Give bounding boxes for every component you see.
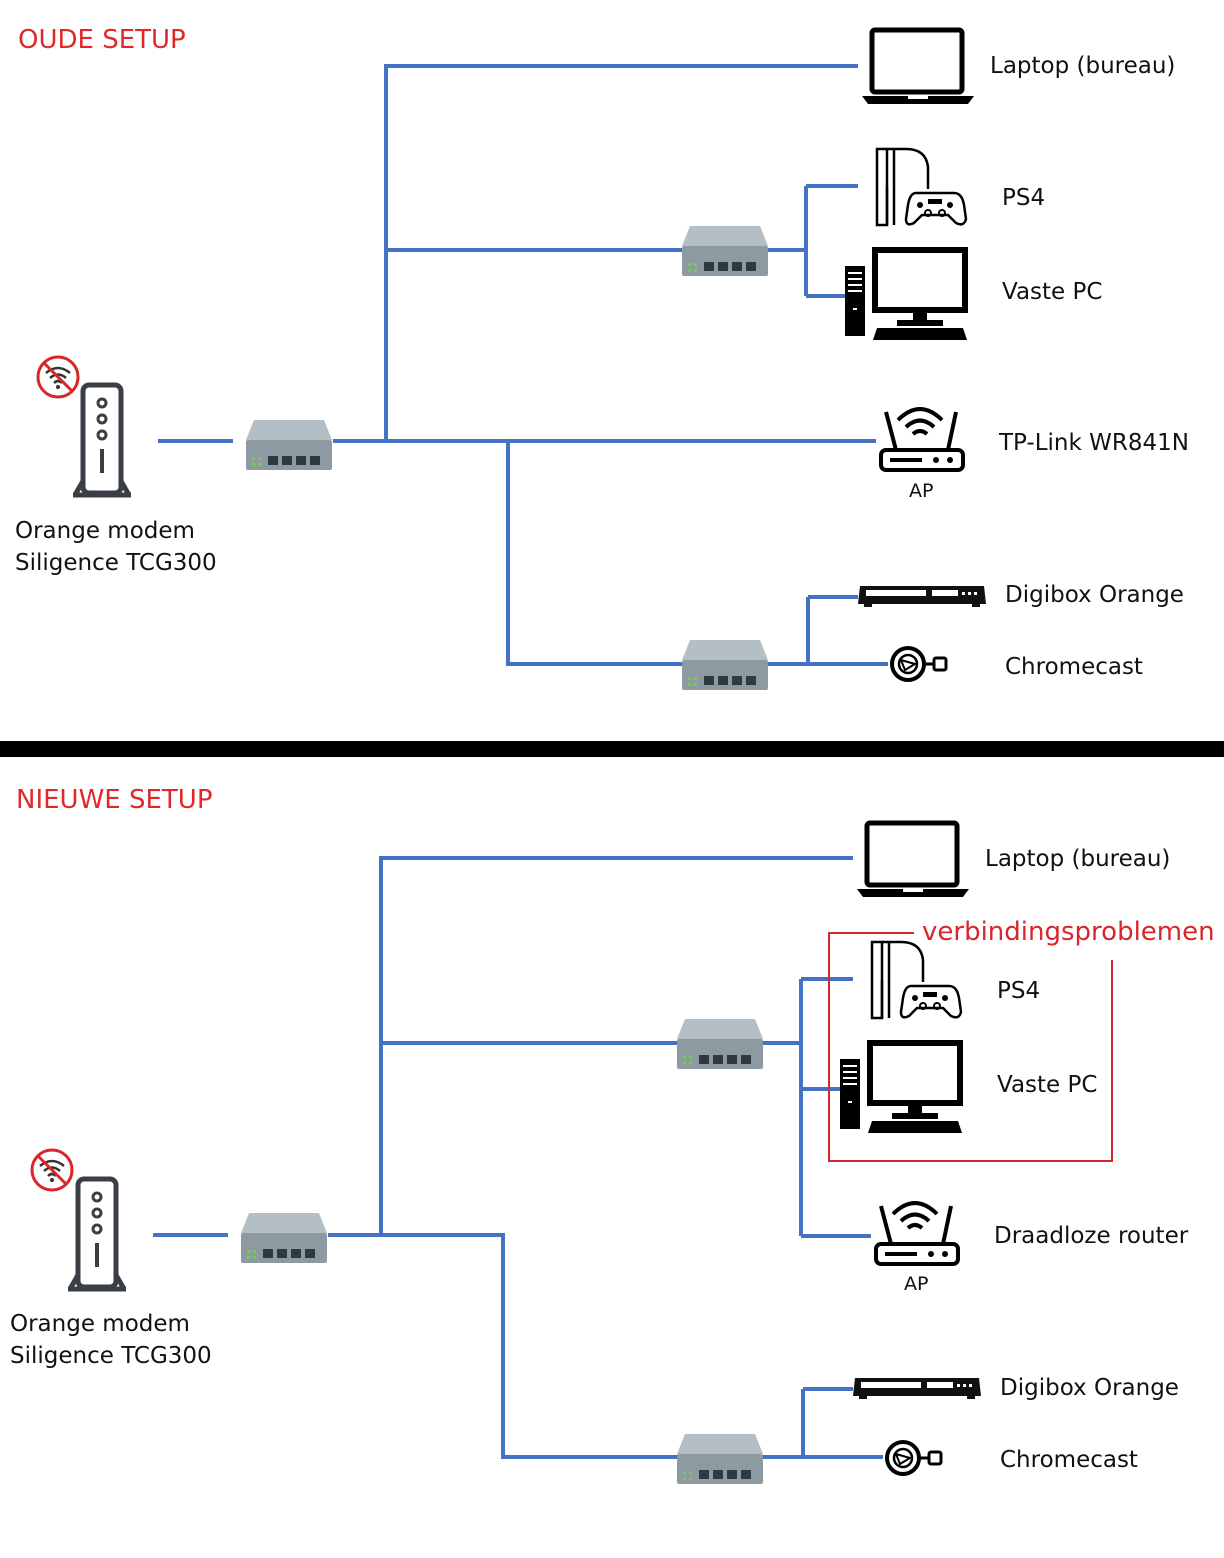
set-top-box-icon — [858, 586, 986, 607]
network-switch-icon — [682, 226, 768, 276]
modem-icon — [73, 385, 131, 495]
chromecast-icon — [890, 646, 948, 682]
no-wifi-icon — [36, 355, 80, 399]
new-router-label: Draadloze router — [994, 1223, 1189, 1249]
old-ps4-label: PS4 — [1002, 185, 1045, 211]
old-wires — [158, 64, 888, 666]
new-ps4-label: PS4 — [997, 978, 1040, 1004]
new-wire-switch3-devices — [763, 1387, 883, 1459]
old-wire-switch3 — [506, 441, 682, 666]
new-wires — [153, 856, 883, 1459]
old-digibox-label: Digibox Orange — [1005, 582, 1184, 608]
wifi-router-icon — [879, 407, 965, 472]
network-switch-icon — [677, 1434, 763, 1484]
new-setup-title: NIEUWE SETUP — [16, 785, 213, 815]
desktop-pc-icon — [840, 1043, 962, 1133]
ps4-console-icon — [875, 147, 968, 227]
new-laptop-label: Laptop (bureau) — [985, 846, 1170, 872]
desktop-pc-icon — [845, 250, 967, 340]
old-router-label: TP-Link WR841N — [998, 430, 1189, 456]
old-modem-label-line2: Siligence TCG300 — [15, 550, 217, 576]
new-digibox-label: Digibox Orange — [1000, 1375, 1179, 1401]
new-wire-switch2-devices — [763, 977, 871, 1238]
set-top-box-icon — [853, 1378, 981, 1399]
network-switch-icon — [241, 1213, 327, 1263]
new-wire-switch3 — [381, 1233, 678, 1459]
new-pc-label: Vaste PC — [997, 1072, 1097, 1098]
modem-icon — [68, 1179, 126, 1289]
old-pc-label: Vaste PC — [1002, 279, 1102, 305]
ps4-console-icon — [870, 940, 963, 1020]
problem-box — [828, 932, 1113, 1162]
new-wire-trunk — [328, 856, 853, 1237]
old-ap-label: AP — [909, 480, 933, 502]
old-wire-trunk — [333, 64, 858, 443]
network-switch-icon — [246, 420, 332, 470]
new-modem-label-line1: Orange modem — [10, 1311, 190, 1337]
section-divider — [0, 741, 1224, 757]
network-switch-icon — [677, 1019, 763, 1069]
wifi-router-icon — [874, 1201, 960, 1266]
laptop-icon — [862, 30, 974, 104]
problem-label: verbindingsproblemen — [922, 917, 1215, 947]
laptop-icon — [857, 823, 969, 897]
old-wire-switch3-devices — [768, 595, 888, 666]
old-setup-title: OUDE SETUP — [18, 25, 186, 55]
old-chromecast-label: Chromecast — [1005, 654, 1143, 680]
no-wifi-icon — [30, 1148, 74, 1192]
old-laptop-label: Laptop (bureau) — [990, 53, 1175, 79]
network-switch-icon — [682, 640, 768, 690]
new-modem-label-line2: Siligence TCG300 — [10, 1343, 212, 1369]
old-wire-switch2-devices — [768, 184, 858, 298]
old-modem-label-line1: Orange modem — [15, 518, 195, 544]
new-chromecast-label: Chromecast — [1000, 1447, 1138, 1473]
new-ap-label: AP — [904, 1273, 928, 1295]
chromecast-icon — [885, 1440, 943, 1476]
